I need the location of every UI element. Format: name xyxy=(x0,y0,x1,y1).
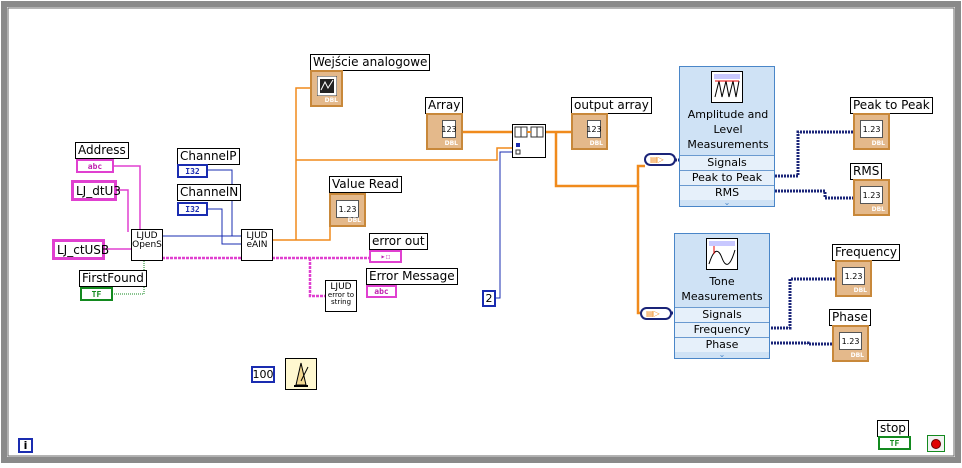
phase-display: 1.23 xyxy=(839,332,862,350)
first-found-control[interactable]: TF xyxy=(80,287,113,301)
value-read-indicator[interactable]: 1.23 DBL xyxy=(329,193,366,227)
channel-p-control[interactable]: I32 xyxy=(177,164,208,178)
stop-control[interactable]: TF xyxy=(878,436,911,450)
phase-indicator[interactable]: 1.23 DBL xyxy=(832,325,869,362)
rms-display: 1.23 xyxy=(860,186,883,204)
wejscie-analogowe-indicator[interactable]: DBL xyxy=(310,70,343,107)
waveform-chart-icon xyxy=(317,76,337,96)
amp-row-peak-to-peak[interactable]: Peak to Peak xyxy=(680,170,774,185)
opens-line1: LJUD xyxy=(136,231,158,241)
amp-row-rms[interactable]: RMS xyxy=(680,185,774,200)
tone-title: Tone Measurements xyxy=(681,275,763,303)
error-out-label: error out xyxy=(369,233,428,250)
phase-type-tag: DBL xyxy=(850,352,864,359)
value-read-type-tag: DBL xyxy=(347,217,361,224)
ljud-opens-subvi[interactable]: LJUD OpenS xyxy=(131,229,163,261)
errstr-line3: string xyxy=(330,298,352,306)
error-wires xyxy=(162,256,369,298)
convert-to-dynamic-data-1[interactable]: ▤▷ xyxy=(644,153,676,166)
tone-icon xyxy=(706,238,738,270)
frequency-display: 1.23 xyxy=(842,267,865,285)
eain-line2: eAIN xyxy=(246,240,268,250)
value-read-label: Value Read xyxy=(329,176,402,193)
amplitude-title: Amplitude and Level Measurements xyxy=(687,108,769,151)
index-array-node[interactable] xyxy=(512,124,546,158)
string-wires xyxy=(104,165,141,250)
amplitude-icon xyxy=(711,71,743,103)
expand-chevron-icon[interactable]: ⌄ xyxy=(718,350,726,359)
errstr-line1: LJUD xyxy=(330,282,352,292)
dynamic-data-icon: ▤▷ xyxy=(646,309,660,318)
tone-measurements-express-vi[interactable]: Tone Measurements Signals Frequency Phas… xyxy=(674,233,770,359)
dynamic-wires xyxy=(671,130,853,346)
peak-to-peak-indicator[interactable]: 1.23 DBL xyxy=(853,113,890,150)
wejscie-label: Wejście analogowe xyxy=(310,54,431,71)
output-array-label: output array xyxy=(571,97,652,114)
array-label: Array xyxy=(425,97,464,114)
peak-to-peak-label: Peak to Peak xyxy=(850,97,933,114)
address-control[interactable]: abc xyxy=(76,159,114,173)
ljud-error-to-string-subvi[interactable]: LJUD error to string xyxy=(325,280,357,312)
value-read-display: 1.23 xyxy=(336,200,359,218)
output-array-indicator[interactable]: 123 DBL xyxy=(571,113,608,150)
channel-n-control[interactable]: I32 xyxy=(177,202,208,216)
peak-to-peak-display: 1.23 xyxy=(860,120,883,138)
channel-n-label: ChannelN xyxy=(177,184,242,201)
frequency-indicator[interactable]: 1.23 DBL xyxy=(835,260,872,297)
error-cluster-icon: ▸☐ xyxy=(380,252,391,261)
error-out-indicator[interactable]: ▸☐ xyxy=(369,250,402,263)
channel-p-label: ChannelP xyxy=(177,148,240,165)
rms-indicator[interactable]: 1.23 DBL xyxy=(853,179,890,216)
rms-type-tag: DBL xyxy=(871,206,885,213)
rms-label: RMS xyxy=(850,163,883,180)
lj-dtu3-control[interactable]: LJ_dtU3 xyxy=(71,180,121,201)
address-label: Address xyxy=(75,142,129,159)
array-indicator[interactable]: 123 DBL xyxy=(426,113,463,150)
output-array-display: 123 xyxy=(586,120,602,138)
array-display: 123 xyxy=(441,120,457,138)
eain-line1: LJUD xyxy=(246,231,268,241)
wait-ms-constant[interactable]: 100 xyxy=(251,366,275,383)
opens-line2: OpenS xyxy=(132,240,162,250)
peak-to-peak-type-tag: DBL xyxy=(871,140,885,147)
loop-condition-terminal[interactable] xyxy=(927,435,945,452)
ljud-eain-subvi[interactable]: LJUD eAIN xyxy=(241,229,273,261)
first-found-label: FirstFound xyxy=(79,270,147,287)
index-constant[interactable]: 2 xyxy=(482,290,496,307)
frequency-label: Frequency xyxy=(832,244,900,261)
frequency-type-tag: DBL xyxy=(853,287,867,294)
tone-row-phase[interactable]: Phase xyxy=(675,337,769,352)
tone-row-frequency[interactable]: Frequency xyxy=(675,322,769,337)
i32-wires xyxy=(162,151,513,299)
lj-ctusb-control[interactable]: LJ_ctUSB xyxy=(52,239,109,260)
stop-label: stop xyxy=(877,420,909,437)
wejscie-type-tag: DBL xyxy=(324,97,338,104)
error-message-indicator[interactable]: abc xyxy=(366,285,397,298)
iteration-terminal[interactable]: i xyxy=(18,438,33,453)
convert-to-dynamic-data-2[interactable]: ▤▷ xyxy=(640,307,672,320)
output-array-type-tag: DBL xyxy=(589,140,603,147)
array-type-tag: DBL xyxy=(444,140,458,147)
errstr-line2: error to xyxy=(327,291,355,299)
wait-ms-function[interactable] xyxy=(285,358,317,390)
metronome-icon xyxy=(294,362,309,387)
error-message-label: Error Message xyxy=(366,268,458,285)
index-array-icon xyxy=(514,126,544,155)
stop-icon xyxy=(931,439,941,449)
expand-chevron-icon[interactable]: ⌄ xyxy=(723,198,731,207)
amplitude-level-express-vi[interactable]: Amplitude and Level Measurements Signals… xyxy=(679,66,775,207)
tone-row-signals[interactable]: Signals xyxy=(675,307,769,322)
amp-row-signals[interactable]: Signals xyxy=(680,155,774,170)
phase-label: Phase xyxy=(829,309,871,326)
dynamic-data-icon: ▤▷ xyxy=(650,155,664,164)
